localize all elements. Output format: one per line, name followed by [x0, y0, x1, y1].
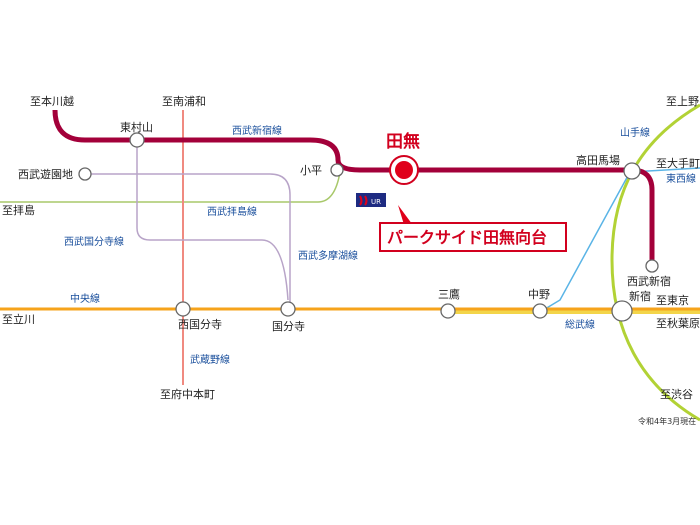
- ur-logo: UR: [356, 193, 386, 207]
- seibu-haijima-line: [0, 171, 341, 203]
- station-dot-kokubunji[interactable]: [280, 301, 296, 317]
- station-label-shinjuku: 新宿: [629, 289, 651, 303]
- station-dot-kodaira[interactable]: [330, 163, 344, 177]
- direction-ueno: 至上野: [666, 95, 699, 108]
- station-label-seibushinjuku: 西武新宿: [627, 274, 671, 288]
- ur-logo-text: UR: [371, 198, 381, 206]
- station-dot-mitaka[interactable]: [440, 303, 456, 319]
- station-label-higashimurayama: 東村山: [120, 120, 153, 134]
- direction-minamiurawa: 至南浦和: [162, 95, 206, 108]
- line-label-seibu-haijima: 西武拝島線: [207, 205, 257, 218]
- station-dot-nakano[interactable]: [532, 303, 548, 319]
- station-label-nishikokubunji: 西国分寺: [178, 318, 222, 331]
- direction-honkawagoe: 至本川越: [30, 94, 74, 108]
- station-label-kodaira: 小平: [300, 164, 322, 177]
- property-name: パークサイド田無向台: [387, 228, 547, 247]
- direction-haijima: 至拝島: [2, 203, 35, 217]
- line-label-musashino: 武蔵野線: [190, 353, 230, 366]
- station-dot-nishikokubunji[interactable]: [175, 301, 191, 317]
- yamanote-line: [610, 103, 700, 422]
- seibu-tamako-line: [85, 173, 291, 310]
- line-label-seibu-kokubunji: 西武国分寺線: [64, 235, 124, 248]
- line-label-tozai: 東西線: [666, 172, 696, 185]
- station-label-seibuyuenchi: 西武遊園地: [18, 167, 73, 181]
- direction-tachikawa: 至立川: [2, 312, 35, 326]
- line-label-chuo: 中央線: [70, 292, 100, 305]
- line-label-yamanote: 山手線: [620, 126, 650, 139]
- direction-tokyo: 至東京: [656, 293, 689, 307]
- seibu-shinjuku-line: [52, 109, 655, 266]
- as-of-note: 令和4年3月現在: [638, 416, 696, 426]
- station-label-takadanobaba: 高田馬場: [576, 153, 620, 167]
- station-dot-shinjuku[interactable]: [611, 300, 633, 322]
- station-label-mitaka: 三鷹: [438, 287, 460, 301]
- station-dot-takadanobaba[interactable]: [623, 162, 641, 180]
- direction-shibuya: 至渋谷: [660, 388, 693, 401]
- line-label-seibu-shinjuku: 西武新宿線: [232, 124, 282, 137]
- tanashi-inner-dot: [395, 161, 413, 179]
- property-callout-box[interactable]: [379, 222, 567, 252]
- ur-logo-mark: [359, 195, 368, 206]
- seibu-kokubunji-line: [136, 140, 289, 301]
- direction-akihabara: 至秋葉原: [656, 316, 700, 330]
- line-label-sobu: 総武線: [565, 318, 595, 331]
- direction-otemachi: 至大手町: [656, 156, 700, 170]
- station-label-kokubunji: 国分寺: [272, 320, 305, 333]
- station-dot-seibuyuenchi[interactable]: [78, 167, 92, 181]
- station-dot-higashimurayama[interactable]: [129, 132, 145, 148]
- tanashi-marker[interactable]: [389, 155, 419, 185]
- yamanote-arc: [610, 103, 700, 422]
- station-label-tanashi: 田無: [386, 131, 420, 152]
- ur-logo-box: [356, 193, 386, 207]
- tozai-line: [539, 167, 700, 313]
- line-label-seibu-tamako: 西武多摩湖線: [298, 249, 358, 262]
- station-dot-seibushinjuku[interactable]: [645, 259, 659, 273]
- direction-fuchuhommachi: 至府中本町: [160, 387, 215, 401]
- station-label-nakano: 中野: [528, 288, 550, 301]
